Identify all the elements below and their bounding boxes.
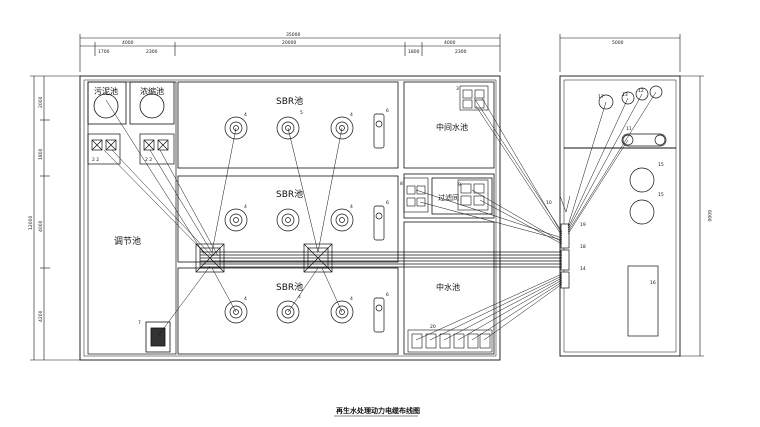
marker-15a: 15 [658,162,664,168]
distribution-cabinets [560,223,570,289]
sludge-pool-label: 浓缩池 [140,86,164,96]
sbr-tanks [177,81,399,355]
filter-room-label: 过滤间 [438,193,459,202]
marker-4-r3c: 4 [350,296,353,302]
equip-box-8 [403,177,429,213]
dim-right-a: 1800 [408,49,420,55]
marker-2b: 2 2 [145,157,152,163]
equip-box-20 [407,329,493,353]
marker-2a: 2 2 [92,157,99,163]
marker-12: 12 [638,88,644,94]
dim-left-group: 4000 [122,40,134,46]
middle-pool-bottom-label: 中水池 [436,282,460,292]
regulating-pool [87,81,177,355]
decanters [373,113,385,333]
main-building [79,75,501,361]
dim-right-group: 4000 [444,40,456,46]
pump-box-2b [139,133,175,165]
regulating-pool-label: 调节池 [114,235,141,247]
marker-6-r2: 6 [386,200,389,206]
side-dimension-lines [30,75,704,361]
equipment-room-devices [598,85,667,337]
marker-9: 9 [458,182,461,188]
dim-left-seg-4: 4200 [38,310,44,322]
sludge-pool-circle [139,93,165,119]
marker-3: 3 [456,86,459,92]
marker-19: 19 [580,222,586,228]
sewage-pool-label: 污泥池 [94,86,118,96]
equipment-room [559,75,681,357]
marker-8: 8 [400,181,403,187]
marker-4-r1a: 4 [244,112,247,118]
marker-17: 17 [598,94,604,100]
sewage-pool-circle [93,93,119,119]
marker-11: 11 [626,126,632,132]
dim-total-top: 35000 [286,32,300,38]
sbr-markers: 4 5 4 6 4 4 6 4 4 4 6 [244,108,389,302]
marker-10: 10 [546,200,552,206]
marker-6-r1: 6 [386,108,389,114]
dim-mid-span: 20000 [282,40,296,46]
equip-box-3 [459,85,489,111]
dim-right-total: 6000 [706,210,712,222]
marker-20: 20 [430,324,436,330]
sbr-3-label: SBR池 [276,281,303,293]
sbr-2-label: SBR池 [276,188,303,200]
cable-trunk [200,251,562,268]
sbr-1-label: SBR池 [276,95,303,107]
marker-4-r3a: 4 [244,296,247,302]
cable-runs [103,91,657,341]
sludge-pool-box [129,81,175,125]
drawing-caption: 再生水处理动力电缆布线图 [336,406,420,415]
marker-4-r2a: 4 [244,204,247,210]
dim-right-b: 2300 [455,49,467,55]
marker-14: 14 [580,266,586,272]
dim-left-a: 1700 [98,49,110,55]
top-dimension-lines [79,34,681,72]
aerators [224,116,354,324]
dim-left-seg-3: 4000 [38,220,44,232]
marker-6-r3: 6 [386,292,389,298]
sewage-pool-box [87,81,127,125]
marker-4-r3b: 4 [298,294,301,300]
marker-4-r1b: 4 [350,112,353,118]
marker-13: 13 [622,92,628,98]
marker-4-r2b: 4 [350,204,353,210]
dim-left-seg-1: 2000 [38,96,44,108]
marker-7: 7 [138,320,141,326]
marker-18: 18 [580,244,586,250]
middle-pool-top-label: 中间水池 [436,122,468,132]
pump-box-2a [87,133,121,165]
dim-left-seg-2: 1800 [38,148,44,160]
dim-left-b: 2300 [146,49,158,55]
equip-box-9 [457,179,489,211]
marker-15b: 15 [658,192,664,198]
pump-box-7 [145,321,171,353]
dim-left-total: 12000 [28,216,34,230]
marker-5-r1: 5 [300,110,303,116]
marker-16: 16 [650,280,656,286]
dim-equip-room-width: 5000 [612,40,624,46]
